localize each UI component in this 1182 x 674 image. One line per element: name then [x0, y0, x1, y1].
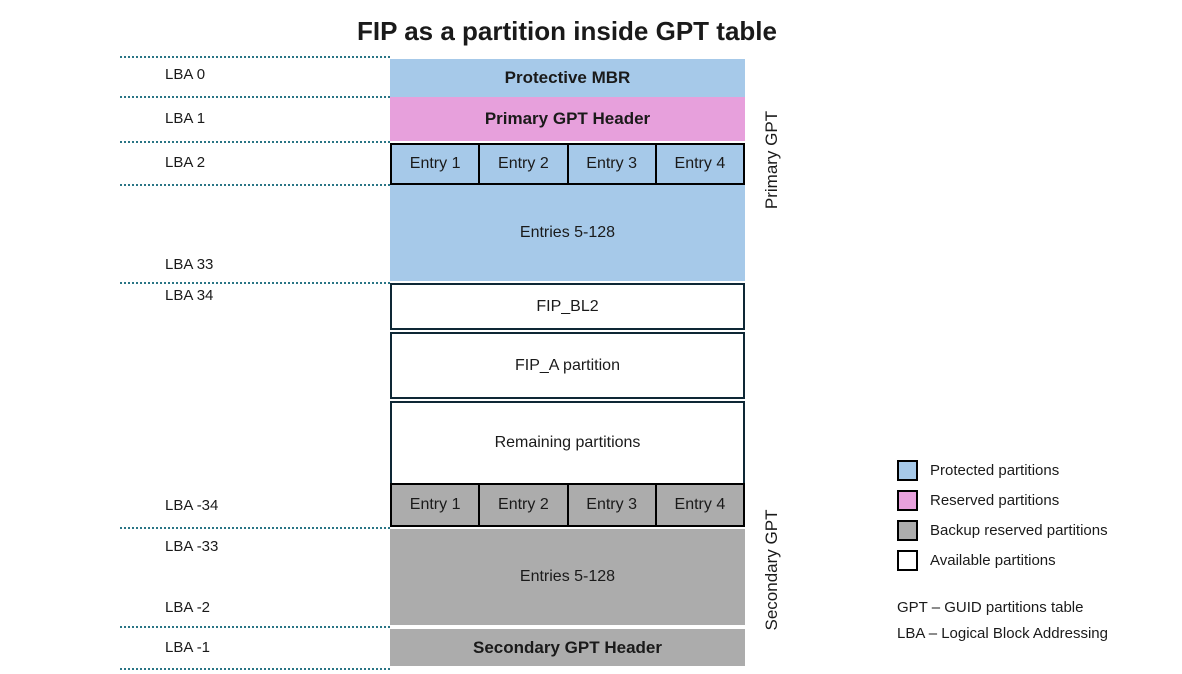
block-primary-gpt-header: Primary GPT Header [390, 97, 745, 141]
secondary-entry-2: Entry 2 [478, 485, 566, 525]
block-primary-entry-row: Entry 1 Entry 2 Entry 3 Entry 4 [390, 143, 745, 185]
lba-label-2: LBA 2 [165, 154, 206, 171]
lba-label-neg33: LBA -33 [165, 538, 219, 555]
dotted-line [120, 184, 390, 186]
primary-entry-2: Entry 2 [478, 145, 566, 183]
legend: Protected partitions Reserved partitions… [897, 460, 1108, 580]
lba-label-1: LBA 1 [165, 110, 206, 127]
lba-label-0: LBA 0 [165, 66, 206, 83]
backup-swatch-icon [897, 520, 918, 541]
legend-label: Reserved partitions [930, 492, 1060, 509]
legend-label: Backup reserved partitions [930, 522, 1108, 539]
lba-label-34: LBA 34 [165, 287, 214, 304]
dotted-line [120, 141, 390, 143]
legend-item-protected: Protected partitions [897, 460, 1108, 481]
legend-item-backup: Backup reserved partitions [897, 520, 1108, 541]
legend-item-reserved: Reserved partitions [897, 490, 1108, 511]
dotted-line [120, 668, 390, 670]
lba-footnote: LBA – Logical Block Addressing [897, 625, 1108, 642]
block-protective-mbr: Protective MBR [390, 59, 745, 97]
dotted-line [120, 282, 390, 284]
legend-item-available: Available partitions [897, 550, 1108, 571]
block-fip-bl2: FIP_BL2 [390, 283, 745, 330]
dotted-line [120, 56, 390, 58]
dotted-line [120, 626, 390, 628]
lba-label-neg2: LBA -2 [165, 599, 211, 616]
secondary-entry-3: Entry 3 [566, 485, 655, 525]
block-fip-a-partition: FIP_A partition [390, 332, 745, 399]
block-primary-entries-rest: Entries 5-128 [390, 185, 745, 281]
lba-label-neg1: LBA -1 [165, 639, 211, 656]
primary-entry-4: Entry 4 [654, 145, 743, 183]
secondary-entry-4: Entry 4 [654, 485, 743, 525]
primary-entry-3: Entry 3 [566, 145, 655, 183]
block-secondary-entries-rest: Entries 5-128 [390, 529, 745, 625]
block-remaining-partitions: Remaining partitions [390, 401, 745, 485]
gpt-footnote: GPT – GUID partitions table [897, 599, 1084, 616]
abbreviation-notes: GPT – GUID partitions table LBA – Logica… [897, 595, 1108, 647]
dotted-line [120, 527, 390, 529]
secondary-gpt-side-label: Secondary GPT [762, 509, 781, 631]
block-secondary-entry-row: Entry 1 Entry 2 Entry 3 Entry 4 [390, 483, 745, 527]
primary-gpt-side-label: Primary GPT [762, 110, 781, 210]
lba-label-33: LBA 33 [165, 256, 214, 273]
reserved-swatch-icon [897, 490, 918, 511]
lba-label-neg34: LBA -34 [165, 497, 219, 514]
diagram-title: FIP as a partition inside GPT table [357, 16, 777, 46]
secondary-entry-1: Entry 1 [409, 496, 461, 513]
primary-entry-1: Entry 1 [409, 155, 461, 172]
available-swatch-icon [897, 550, 918, 571]
legend-label: Available partitions [930, 552, 1056, 569]
dotted-line [120, 96, 390, 98]
legend-label: Protected partitions [930, 462, 1060, 479]
block-secondary-gpt-header: Secondary GPT Header [390, 629, 745, 666]
protected-swatch-icon [897, 460, 918, 481]
